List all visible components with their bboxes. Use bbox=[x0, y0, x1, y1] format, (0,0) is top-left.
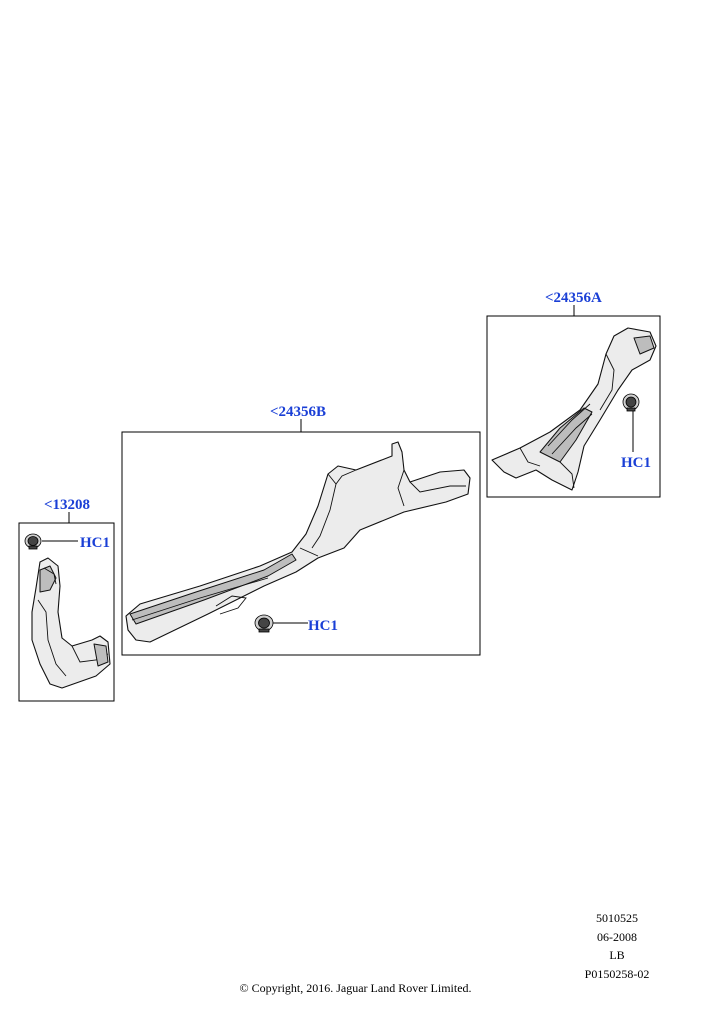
group-13208-callout[interactable]: <13208 bbox=[44, 497, 90, 513]
clip-fastener-icon bbox=[24, 533, 42, 550]
group-24356B-frame bbox=[121, 431, 481, 656]
group-24356A-fastener-callout[interactable]: HC1 bbox=[621, 455, 651, 471]
group-24356B-fastener-callout[interactable]: HC1 bbox=[308, 618, 338, 634]
group-24356A-frame bbox=[486, 315, 661, 498]
meta-date: 06-2008 bbox=[597, 929, 637, 944]
group-24356A-callout[interactable]: <24356A bbox=[545, 290, 602, 306]
a-pillar-lower-trim bbox=[31, 557, 111, 689]
meta-side: LB bbox=[609, 948, 625, 962]
sill-scuff-plate bbox=[125, 441, 471, 643]
meta-illustration-id: P0150258-02 bbox=[584, 966, 650, 981]
meta-code: 5010525 bbox=[596, 911, 638, 925]
group-13208: <13208 HC1 bbox=[18, 497, 115, 702]
clip-fastener-icon bbox=[622, 393, 640, 412]
clip-fastener-icon bbox=[254, 614, 274, 633]
illustration-meta: 5010525 06-2008 LB P0150258-02 bbox=[572, 909, 662, 983]
group-24356A: <24356A HC1 bbox=[486, 290, 661, 498]
group-24356B-callout[interactable]: <24356B bbox=[270, 404, 326, 420]
group-13208-fastener-callout[interactable]: HC1 bbox=[80, 535, 110, 551]
rear-sill-trim bbox=[491, 327, 657, 491]
copyright-notice: © Copyright, 2016. Jaguar Land Rover Lim… bbox=[239, 981, 472, 995]
group-13208-frame bbox=[18, 522, 115, 702]
group-24356B: <24356B HC1 bbox=[121, 404, 481, 656]
